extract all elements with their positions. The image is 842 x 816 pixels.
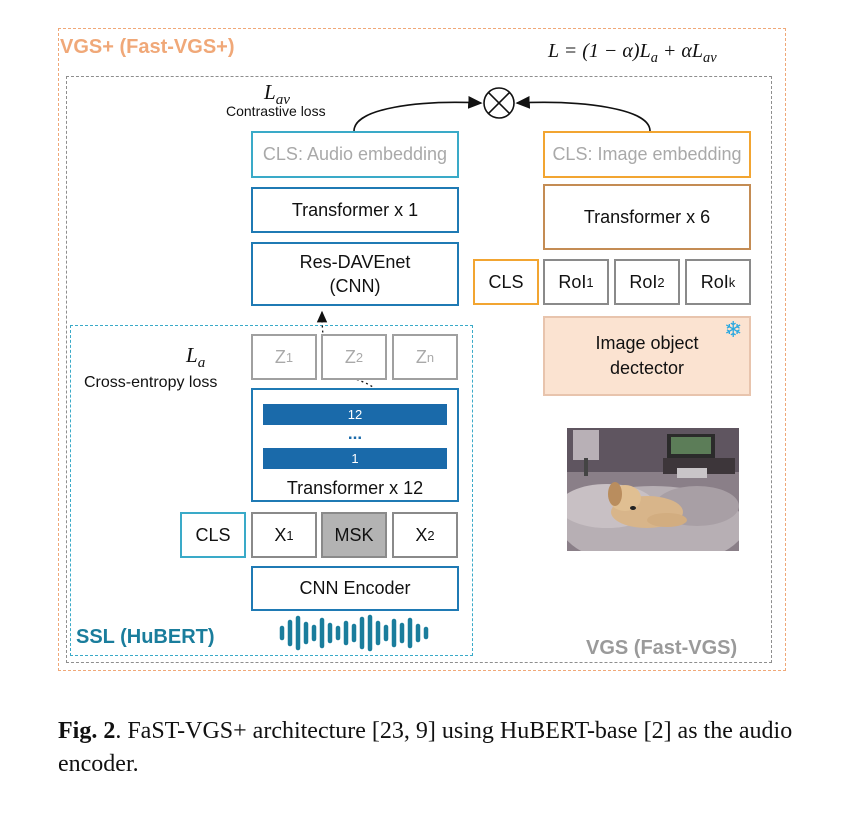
ssl-label: SSL (HuBERT)	[76, 626, 215, 648]
image-object-detector: Image object dectector	[543, 316, 751, 396]
l-av-symbol: Lav	[264, 80, 290, 109]
layer-12-bar: 12	[263, 404, 447, 425]
res-davenet: Res-DAVEnet (CNN)	[251, 242, 459, 306]
transformer-x6: Transformer x 6	[543, 184, 751, 250]
contrastive-loss-label: Contrastive loss	[226, 103, 326, 119]
layer-1-bar: 1	[263, 448, 447, 469]
waveform-icon	[279, 614, 429, 652]
transformer-x1: Transformer x 1	[251, 187, 459, 233]
audio-cls-token: CLS	[180, 512, 246, 558]
vgs-label: VGS (Fast-VGS)	[586, 637, 738, 659]
transformer-x12: 12 ... 1 Transformer x 12	[251, 388, 459, 502]
caption-text: . FaST-VGS+ architecture [23, 9] using H…	[58, 718, 793, 777]
snowflake-icon: ❄	[724, 317, 743, 342]
layer-dots: ...	[347, 424, 363, 443]
image-to-otimes-arrow	[515, 96, 651, 132]
figure-caption: Fig. 2. FaST-VGS+ architecture [23, 9] u…	[58, 715, 793, 781]
caption-fig-label: Fig. 2	[58, 718, 116, 744]
transformer-x12-label: Transformer x 12	[286, 478, 424, 498]
l-a-symbol: La	[186, 343, 206, 372]
msk-token: MSK	[321, 512, 387, 558]
ssl-frame	[70, 325, 473, 656]
otimes-icon	[483, 87, 515, 119]
audio-to-otimes-arrow	[353, 95, 483, 132]
cross-entropy-loss-label: Cross-entropy loss	[84, 374, 218, 391]
dog-photo	[567, 428, 739, 551]
loss-formula: L = (1 − α)La + αLav	[548, 40, 717, 66]
adjacent-column-fragment	[836, 40, 842, 730]
cls-image-embedding: CLS: Image embedding	[543, 131, 751, 178]
cls-audio-embedding: CLS: Audio embedding	[251, 131, 459, 178]
cnn-encoder: CNN Encoder	[251, 566, 459, 611]
image-cls-token: CLS	[473, 259, 539, 305]
vgs-frame	[66, 76, 772, 663]
outer-label: VGS+ (Fast-VGS+)	[60, 36, 235, 58]
vgs-plus-frame	[58, 28, 786, 671]
